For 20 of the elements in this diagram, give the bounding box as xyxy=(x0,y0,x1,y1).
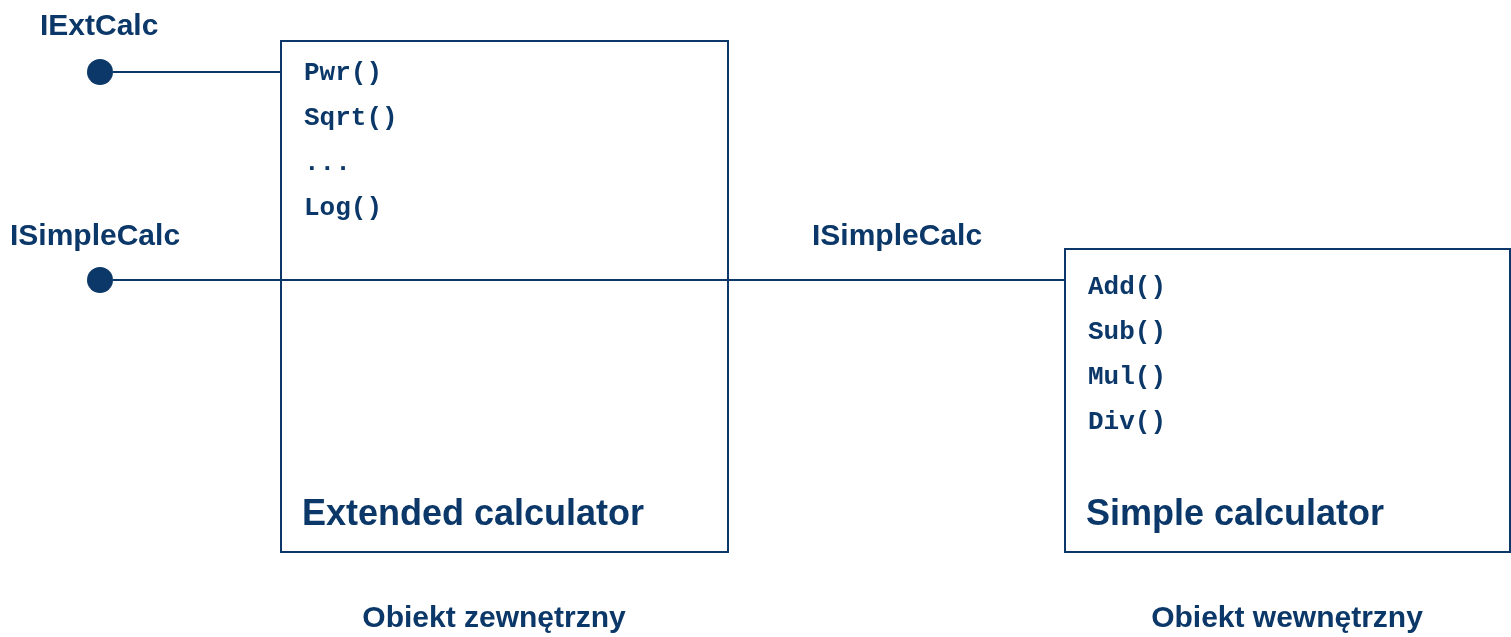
interface-name: IExtCalc xyxy=(40,8,159,42)
method-name: Mul() xyxy=(1088,362,1166,392)
connector-line xyxy=(112,279,281,281)
interface-name: ISimpleCalc xyxy=(10,218,181,252)
component-box xyxy=(1064,248,1511,553)
method-name: Div() xyxy=(1088,407,1166,437)
connector-line xyxy=(112,71,281,73)
method-name: Sqrt() xyxy=(304,103,398,133)
object-caption: Obiekt wewnętrzny xyxy=(1151,600,1423,634)
connector-line xyxy=(728,279,1065,281)
component-box xyxy=(280,40,729,553)
component-title: Simple calculator xyxy=(1086,493,1385,533)
component-title: Extended calculator xyxy=(302,493,645,533)
method-name: ... xyxy=(304,148,351,178)
object-caption: Obiekt zewnętrzny xyxy=(362,600,626,634)
method-name: Pwr() xyxy=(304,58,382,88)
method-name: Sub() xyxy=(1088,317,1166,347)
method-name: Log() xyxy=(304,193,382,223)
method-name: Add() xyxy=(1088,272,1166,302)
edge-label: ISimpleCalc xyxy=(812,218,983,252)
